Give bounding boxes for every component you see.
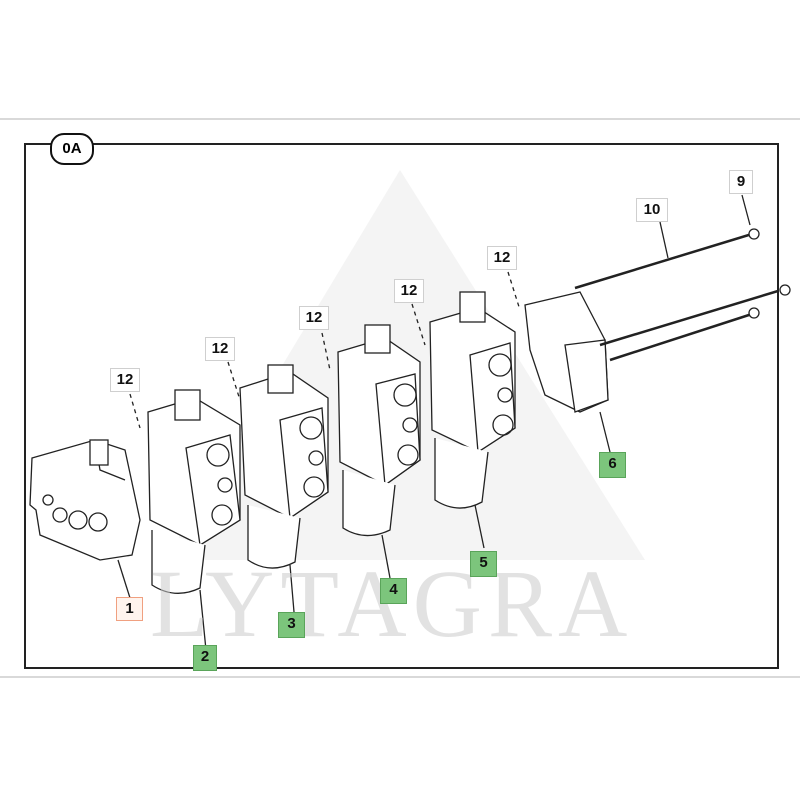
callout-12[interactable]: 12 (299, 306, 329, 330)
callout-10[interactable]: 10 (636, 198, 668, 222)
part-10-tie-rods (574, 221, 779, 362)
frame-bottom-line (0, 676, 800, 678)
callout-12[interactable]: 12 (394, 279, 424, 303)
callout-1[interactable]: 1 (116, 597, 143, 621)
part-5-valve-section (429, 291, 516, 549)
callout-2[interactable]: 2 (193, 645, 217, 671)
part-9-nuts (741, 194, 791, 319)
callout-12[interactable]: 12 (205, 337, 235, 361)
part-1-inlet-cover (29, 439, 141, 599)
part-4-valve-section (337, 324, 421, 579)
callout-12[interactable]: 12 (110, 368, 140, 392)
callout-5[interactable]: 5 (470, 551, 497, 577)
callout-12[interactable]: 12 (487, 246, 517, 270)
callout-9[interactable]: 9 (729, 170, 753, 194)
view-label-badge: 0A (50, 133, 94, 165)
callout-3[interactable]: 3 (278, 612, 305, 638)
callout-4[interactable]: 4 (380, 578, 407, 604)
frame-top-line (0, 118, 800, 120)
part-12-seals (129, 271, 521, 429)
callout-6[interactable]: 6 (599, 452, 626, 478)
part-6-end-cover (524, 291, 611, 453)
diagram-parts (29, 194, 791, 651)
part-2-valve-section (147, 389, 241, 651)
part-3-valve-section (239, 364, 329, 613)
